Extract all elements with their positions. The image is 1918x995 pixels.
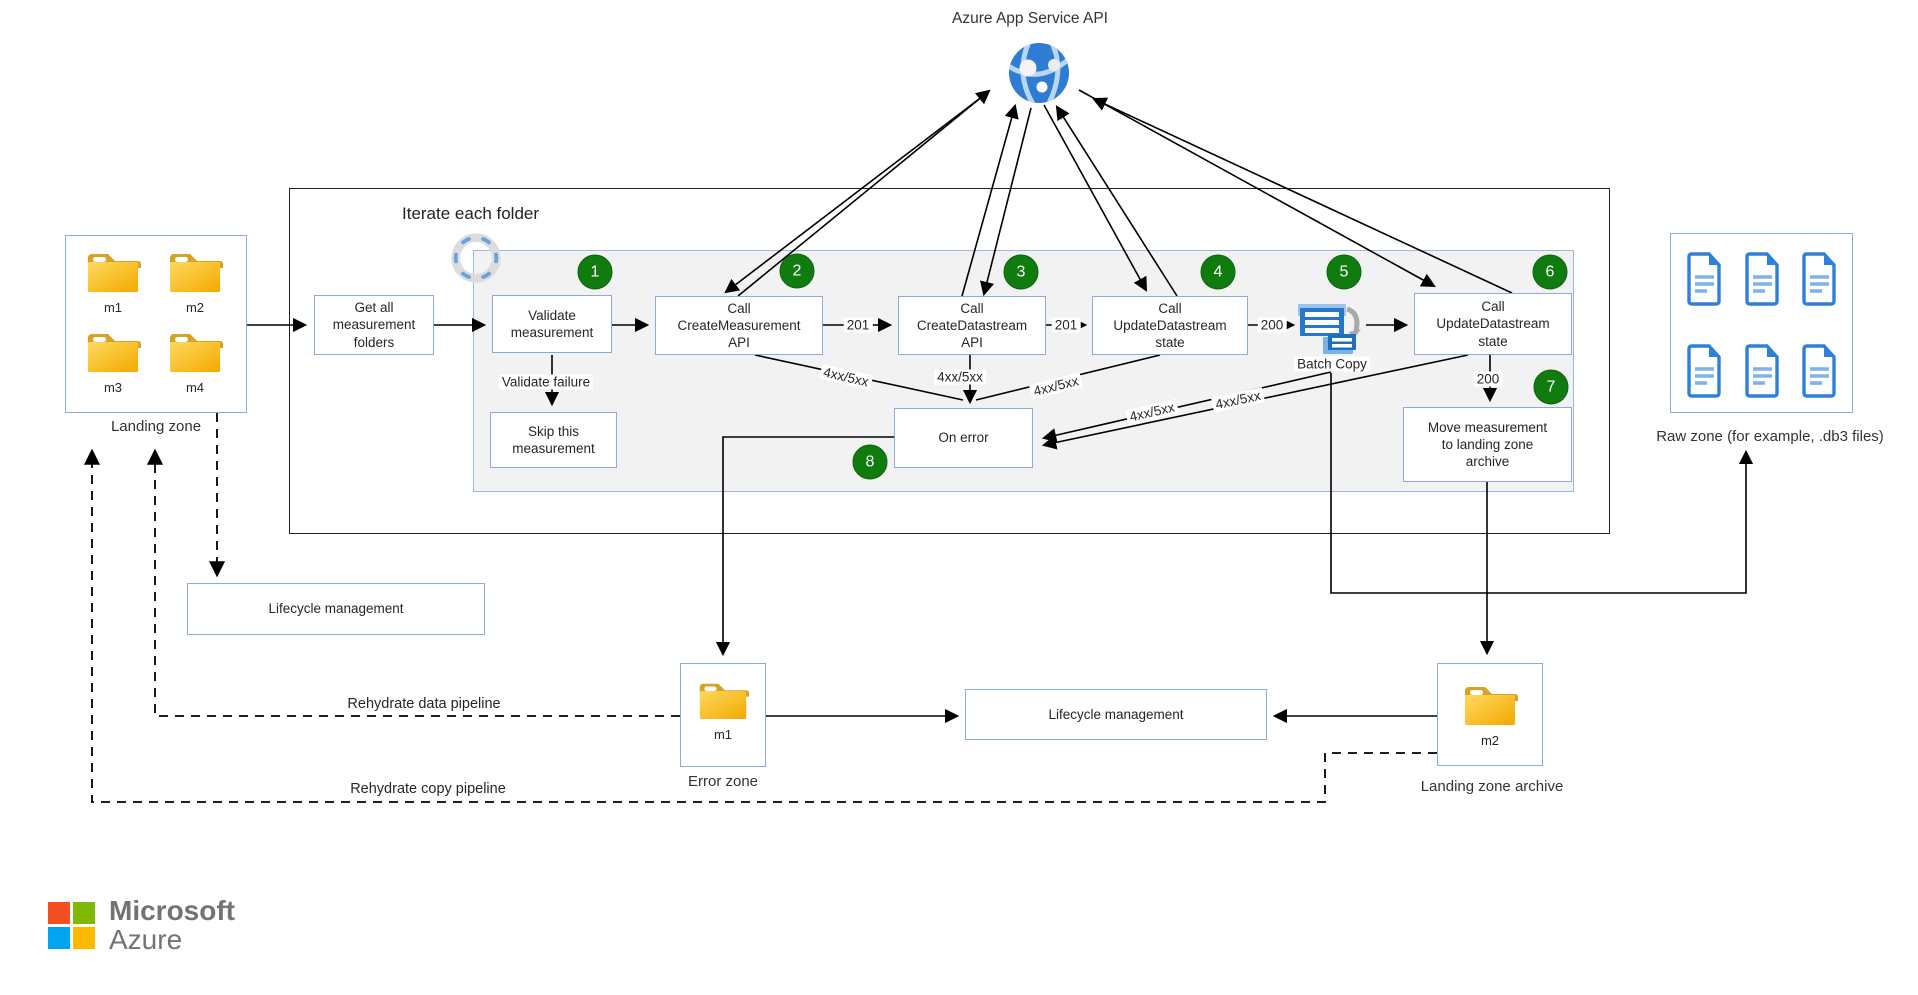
batch-copy-icon — [1298, 300, 1364, 360]
folder-name: m1 — [713, 727, 733, 742]
document-icon — [1801, 344, 1837, 403]
status-200-label-2: 200 — [1473, 371, 1503, 387]
document-icon — [1686, 252, 1722, 311]
document-icon — [1801, 252, 1837, 311]
validate-failure-label: Validate failure — [498, 374, 594, 390]
step-badge-5: 5 — [1326, 254, 1362, 290]
azure-app-service-api-title: Azure App Service API — [952, 10, 1108, 27]
archive-folder: m2 — [1462, 681, 1518, 748]
folder-name: m3 — [103, 380, 123, 395]
landing-folder-m4: m4 — [166, 328, 224, 395]
sync-loop-icon — [447, 229, 505, 292]
validate-measurement-box: Validate measurement — [492, 295, 612, 353]
folder-icon — [1462, 714, 1518, 731]
raw-zone-label: Raw zone (for example, .db3 files) — [1656, 428, 1884, 445]
ms-square-green — [73, 901, 95, 924]
folder-name: m4 — [185, 380, 205, 395]
batch-copy-label: Batch Copy — [1294, 356, 1370, 372]
step-badge-2: 2 — [779, 253, 815, 289]
skip-this-measurement-box: Skip this measurement — [490, 412, 617, 468]
folder-icon — [85, 281, 141, 298]
document-icon — [1744, 344, 1780, 403]
step-badge-3: 3 — [1003, 254, 1039, 290]
step-badge-6: 6 — [1532, 254, 1568, 290]
document-icon — [1744, 252, 1780, 311]
status-201-label-2: 201 — [1051, 317, 1081, 333]
brand-azure: Azure — [109, 924, 183, 956]
call-create-measurement-api-box: Call CreateMeasurement API — [655, 296, 823, 355]
folder-name: m2 — [185, 300, 205, 315]
call-create-datastream-api-box: Call CreateDatastream API — [898, 296, 1046, 355]
status-201-label-1: 201 — [843, 317, 873, 333]
landing-folder-m3: m3 — [84, 328, 142, 395]
lifecycle-management-box-1: Lifecycle management — [187, 583, 485, 635]
ms-square-blue — [48, 926, 70, 949]
microsoft-azure-logo: Microsoft Azure — [48, 896, 235, 954]
iterate-each-folder-label: Iterate each folder — [402, 204, 540, 223]
folder-name: m2 — [1480, 733, 1500, 748]
document-icon — [1686, 344, 1722, 403]
error-4xx5xx-label-2: 4xx/5xx — [934, 369, 986, 385]
folder-icon — [85, 361, 141, 378]
folder-name: m1 — [103, 300, 123, 315]
ms-square-yellow — [73, 926, 95, 949]
microsoft-logo-icon — [48, 901, 95, 949]
landing-zone-archive-label: Landing zone archive — [1420, 778, 1564, 795]
get-all-measurement-folders-box: Get all measurement folders — [314, 295, 434, 355]
error-zone-folder: m1 — [697, 678, 749, 742]
app-service-globe-icon — [1007, 41, 1071, 110]
lifecycle-management-box-2: Lifecycle management — [965, 689, 1267, 740]
step-badge-1: 1 — [577, 254, 613, 290]
landing-folder-m2: m2 — [166, 248, 224, 315]
on-error-box: On error — [894, 408, 1033, 468]
step-badge-8: 8 — [852, 444, 888, 480]
rehydrate-copy-pipeline-label: Rehydrate copy pipeline — [347, 781, 509, 797]
call-update-datastream-state-box-2: Call UpdateDatastream state — [1414, 293, 1572, 355]
ms-square-red — [48, 901, 70, 924]
folder-icon — [167, 361, 223, 378]
folder-icon — [697, 708, 749, 725]
move-measurement-box: Move measurement to landing zone archive — [1403, 407, 1572, 482]
status-200-label-1: 200 — [1257, 317, 1287, 333]
brand-microsoft: Microsoft — [109, 895, 235, 926]
rehydrate-data-pipeline-label: Rehydrate data pipeline — [344, 696, 504, 712]
landing-folder-m1: m1 — [84, 248, 142, 315]
folder-icon — [167, 281, 223, 298]
step-badge-7: 7 — [1533, 369, 1569, 405]
error-zone-label: Error zone — [687, 773, 759, 790]
step-badge-4: 4 — [1200, 254, 1236, 290]
call-update-datastream-state-box-1: Call UpdateDatastream state — [1092, 296, 1248, 355]
landing-zone-label: Landing zone — [110, 418, 202, 435]
